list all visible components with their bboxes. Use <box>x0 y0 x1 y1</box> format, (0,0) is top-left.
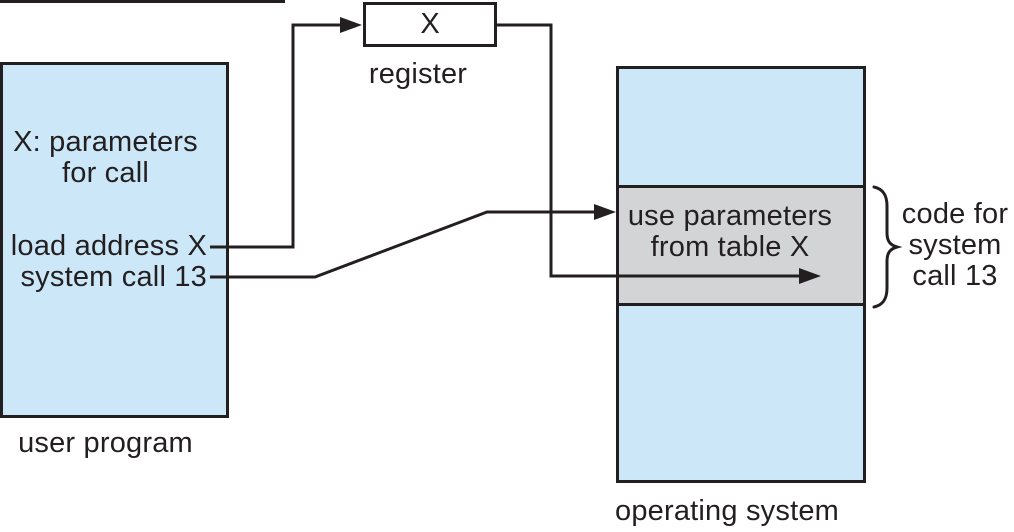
os-segment-top <box>619 69 863 185</box>
handler-line1: use parameters <box>627 200 833 232</box>
instruction-load-address: load address X <box>10 230 207 262</box>
system-call-to-handler-line <box>210 210 596 279</box>
os-segment-bottom <box>619 306 863 480</box>
handler-line2: from table X <box>650 231 810 263</box>
brace-caption-line2: system <box>908 229 1002 261</box>
register-value: X <box>420 8 440 40</box>
load-address-to-register-line <box>210 23 342 249</box>
top-edge-rule <box>0 0 285 3</box>
parameter-note-line2: for call <box>61 157 149 189</box>
handler-edge-arrowhead-icon <box>594 204 616 220</box>
user-program-caption: user program <box>18 427 193 459</box>
register-caption: register <box>368 58 468 90</box>
user-program-box <box>0 62 229 418</box>
register-arrowhead-icon <box>340 17 362 33</box>
operating-system-box <box>616 66 866 483</box>
instruction-system-call: system call 13 <box>20 261 207 293</box>
operating-system-caption: operating system <box>614 495 840 527</box>
register-box: X <box>363 2 497 47</box>
brace-caption-line3: call 13 <box>912 260 998 292</box>
parameter-note-line1: X: parameters <box>13 126 198 158</box>
brace-caption-line1: code for <box>901 198 1009 230</box>
